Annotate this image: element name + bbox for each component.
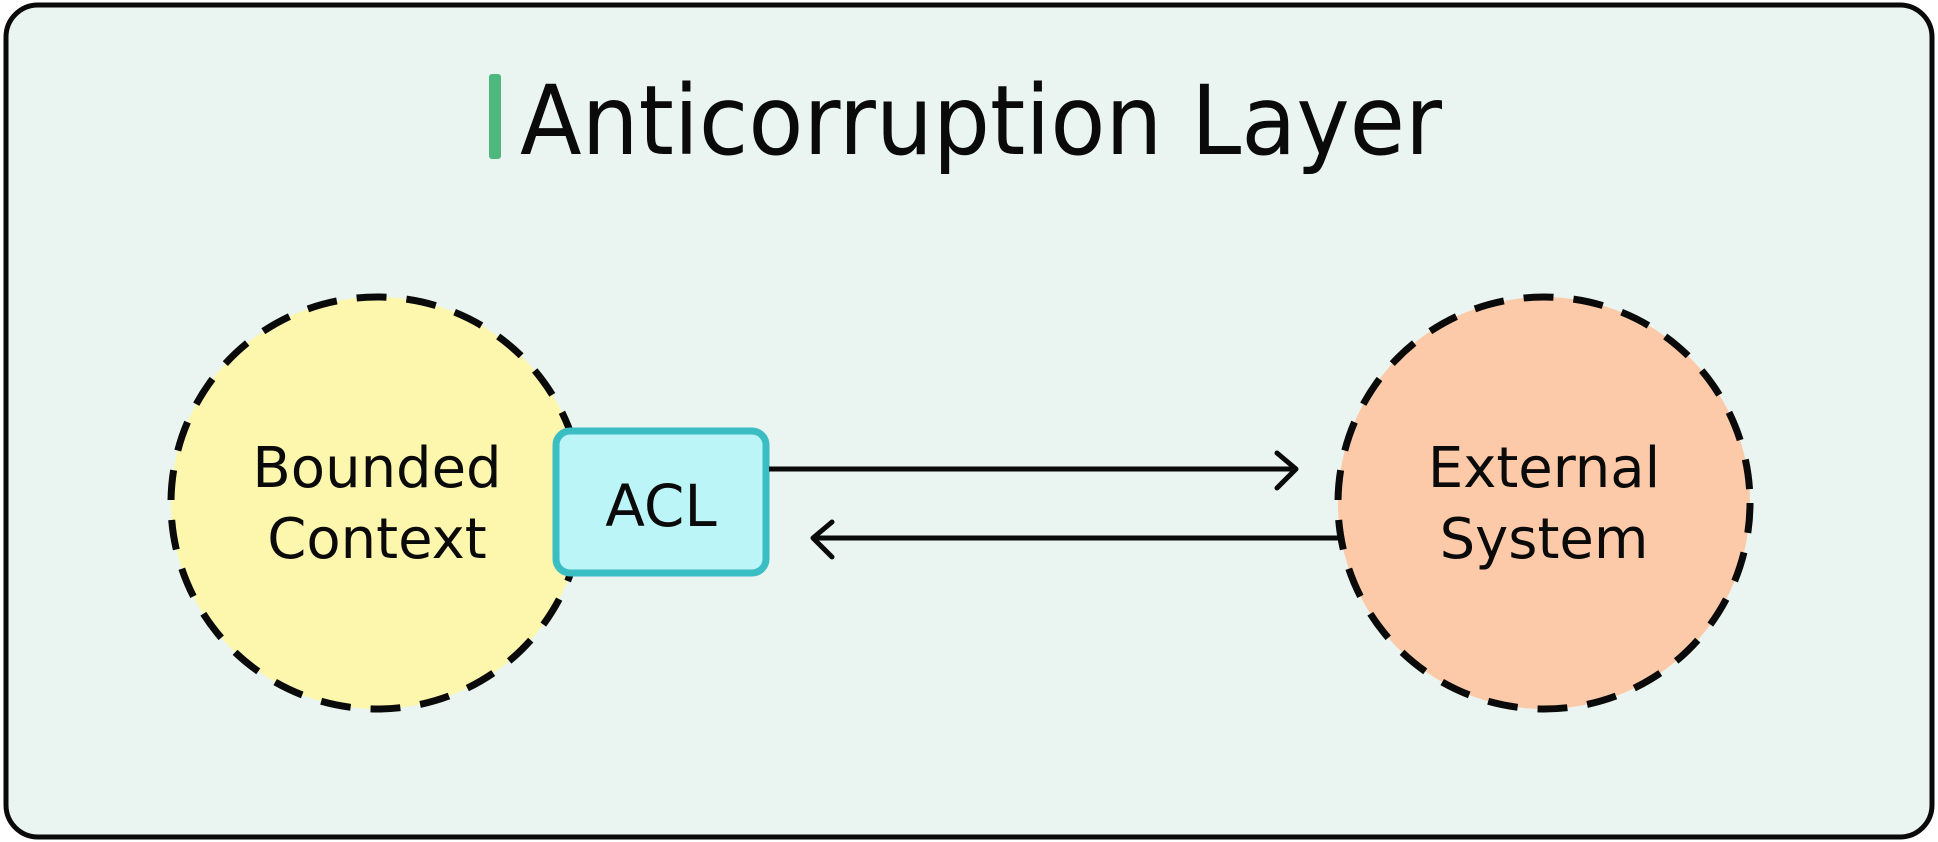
bounded-context-label-line1: Bounded: [252, 436, 501, 501]
external-system-label-line1: External: [1428, 436, 1660, 501]
acl-label: ACL: [605, 472, 716, 540]
arrow-to-acl-head: [810, 519, 835, 560]
acl-box: [552, 427, 770, 577]
diagram-title: Anticorruption Layer: [520, 65, 1442, 177]
bounded-context-label-line2: Context: [267, 507, 486, 572]
external-system-label-line2: System: [1440, 507, 1649, 572]
bounded-context-circle: [167, 293, 587, 713]
arrow-to-acl: [810, 519, 1339, 560]
external-system-circle: [1334, 293, 1754, 713]
title-accent-bar: [489, 74, 501, 159]
arrow-to-external-system-head: [1274, 450, 1299, 491]
arrow-to-external-system: [769, 450, 1299, 491]
